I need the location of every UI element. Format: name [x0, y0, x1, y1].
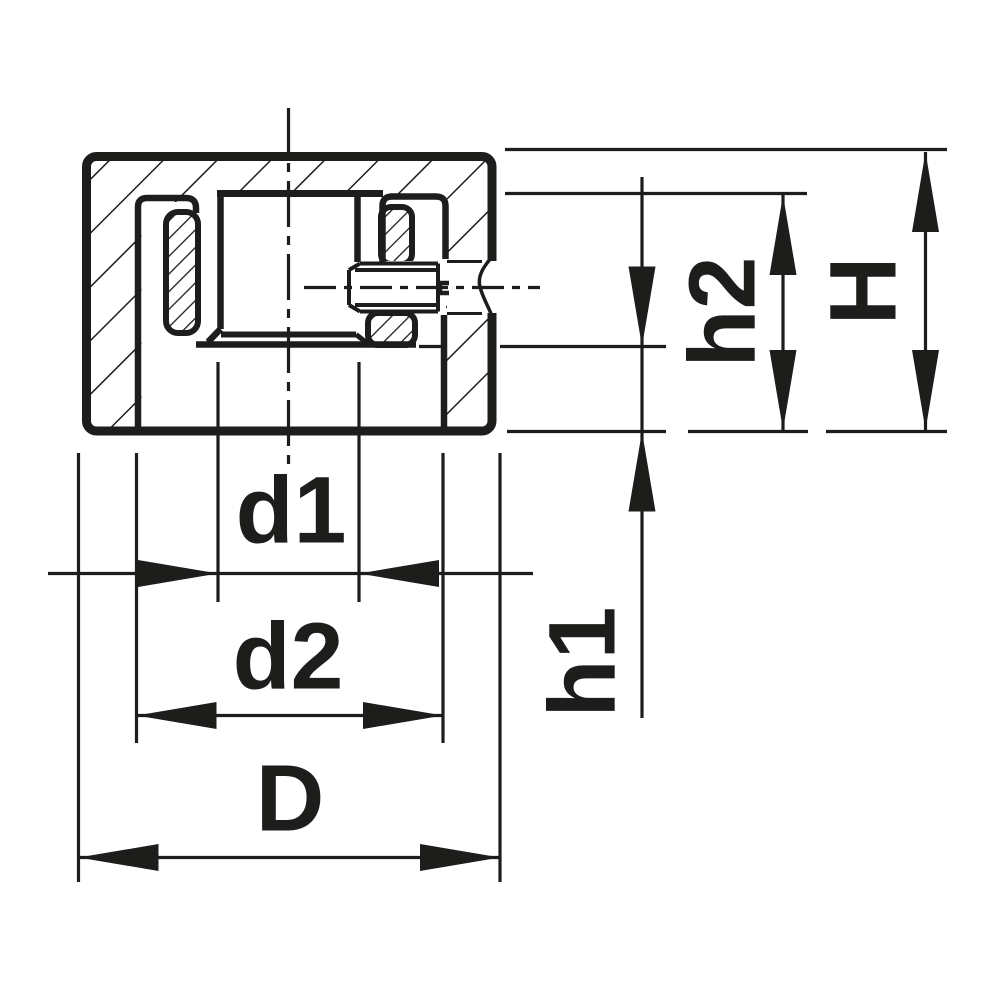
- dimension-label-H: H: [810, 256, 917, 326]
- dimension-label-h1: h1: [529, 606, 636, 718]
- screw-tip-chamfer-top: [347, 261, 362, 272]
- arrow-h2-top: [769, 195, 797, 275]
- arrow-h1-down: [628, 266, 656, 347]
- insert-left-cap-outline: [134, 194, 200, 428]
- arrow-h1-up: [628, 431, 656, 512]
- insert-right-cap-outline: [379, 193, 449, 262]
- arrow-h2-bottom: [769, 350, 797, 430]
- dimension-lines: [48, 152, 939, 871]
- arrow-D-left: [78, 844, 159, 871]
- arrow-d1-left: [138, 560, 218, 587]
- collet-insert: [163, 204, 418, 348]
- arrow-H-bottom: [912, 350, 939, 430]
- arrow-D-right: [420, 844, 500, 871]
- dimension-label-D: D: [255, 745, 325, 852]
- arrow-d2-left: [136, 702, 217, 729]
- extension-lines: [76, 147, 947, 882]
- dimension-label-h2: h2: [669, 256, 776, 368]
- arrow-d2-right: [363, 702, 443, 729]
- insert-bottom-flange: [365, 310, 418, 348]
- centerlines: [286, 108, 540, 470]
- arrow-H-top: [912, 152, 939, 232]
- insert-left-wall: [163, 209, 201, 336]
- bore-left-chamfer: [205, 326, 223, 345]
- arrow-d1-right: [359, 560, 439, 587]
- dimension-label-d1: d1: [235, 457, 347, 564]
- dimension-label-d2: d2: [232, 603, 344, 710]
- screw-tip-chamfer-bottom: [347, 303, 362, 314]
- insert-outlines: [134, 190, 449, 428]
